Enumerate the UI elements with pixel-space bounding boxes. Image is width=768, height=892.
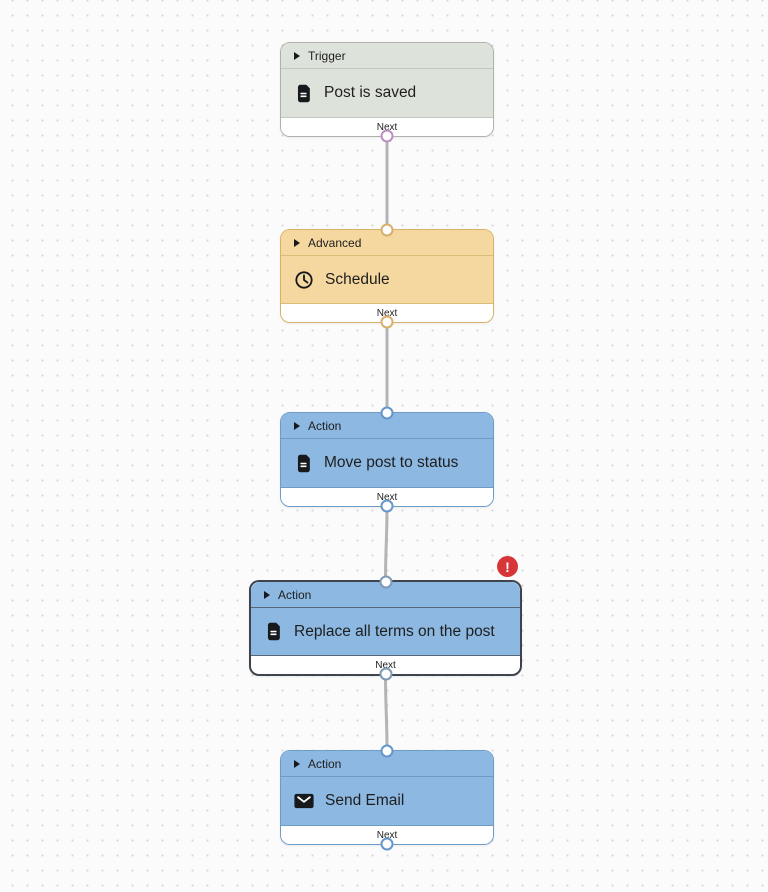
node-next-label: Next [281, 826, 493, 844]
node-category-label: Action [278, 587, 312, 602]
connector-action1-to-action2 [384, 505, 389, 582]
node-next-label: Next [251, 656, 520, 674]
play-triangle-icon [294, 238, 300, 247]
connector-action2-to-action3 [384, 674, 389, 752]
error-badge[interactable]: ! [497, 556, 518, 577]
document-icon [297, 454, 310, 472]
workflow-node-move-post[interactable]: Action Move post to status Next [280, 406, 494, 513]
output-port[interactable] [380, 129, 394, 143]
output-port[interactable] [379, 667, 392, 681]
node-body: Post is saved [281, 69, 493, 118]
node-next-label: Next [281, 304, 493, 322]
node-category-label: Trigger [308, 48, 346, 63]
workflow-node-send-email[interactable]: Action Send Email Next [280, 744, 494, 851]
play-triangle-icon [264, 590, 270, 599]
node-title: Replace all terms on the post [294, 622, 495, 640]
output-port[interactable] [380, 837, 394, 851]
play-triangle-icon [294, 51, 300, 60]
node-next-label: Next [281, 488, 493, 506]
document-icon [267, 622, 280, 641]
output-port[interactable] [380, 315, 394, 329]
play-triangle-icon [294, 421, 300, 430]
node-category-label: Advanced [308, 235, 362, 250]
node-header: Trigger [281, 43, 493, 69]
node-body: Schedule [281, 256, 493, 304]
node-header: Advanced [281, 230, 493, 256]
node-category-label: Action [308, 756, 342, 771]
workflow-node-schedule[interactable]: Advanced Schedule Next [280, 223, 494, 329]
workflow-node-replace-terms[interactable]: Action Replace all terms on the post Nex… [249, 575, 522, 681]
input-port[interactable] [379, 575, 392, 589]
node-title: Schedule [325, 270, 390, 288]
output-port[interactable] [380, 499, 394, 513]
clock-icon [295, 270, 313, 289]
workflow-node-trigger[interactable]: Trigger Post is saved Next [280, 42, 494, 143]
node-title: Move post to status [324, 454, 459, 471]
node-title: Send Email [325, 792, 405, 809]
document-icon [297, 84, 310, 102]
node-body: Send Email [281, 777, 493, 826]
input-port[interactable] [380, 223, 394, 237]
node-next-label: Next [281, 118, 493, 136]
node-title: Post is saved [324, 84, 417, 101]
input-port[interactable] [380, 406, 394, 420]
input-port[interactable] [380, 744, 394, 758]
node-body: Move post to status [281, 439, 493, 488]
node-body: Replace all terms on the post [251, 608, 520, 656]
node-category-label: Action [308, 418, 342, 433]
mail-icon [294, 793, 314, 809]
play-triangle-icon [294, 759, 300, 768]
